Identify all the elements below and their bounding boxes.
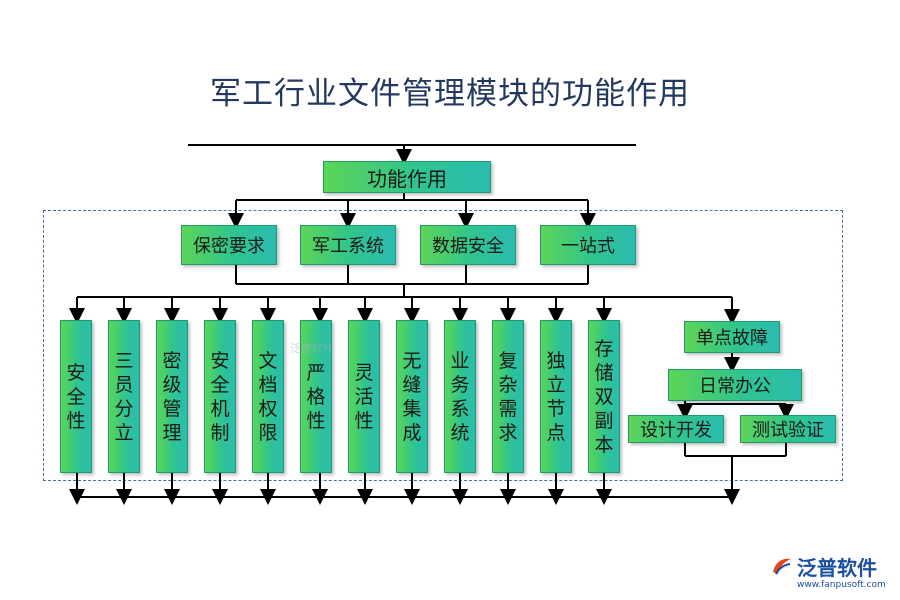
level3-node-5: 严格性 — [300, 320, 332, 473]
level2-node-0: 保密要求 — [181, 225, 277, 265]
level3-node-label: 严格性 — [306, 361, 326, 432]
level2-node-label: 军工系统 — [312, 236, 384, 257]
level3-node-label: 安全性 — [66, 361, 86, 432]
level2-node-2: 数据安全 — [420, 225, 516, 265]
level3-node-3: 安全机制 — [204, 320, 236, 473]
chain-node-left-leaf: 设计开发 — [628, 415, 724, 443]
chain-node-label: 设计开发 — [640, 420, 712, 441]
level3-node-label: 密级管理 — [162, 349, 182, 444]
chain-node-top: 单点故障 — [684, 321, 780, 353]
level3-node-label: 灵活性 — [354, 361, 374, 432]
level2-node-label: 一站式 — [561, 236, 615, 257]
chain-node-label: 测试验证 — [752, 420, 824, 441]
level3-node-4: 文档权限 — [252, 320, 284, 473]
level3-node-7: 无缝集成 — [396, 320, 428, 473]
level3-node-label: 复杂需求 — [498, 349, 518, 444]
level2-node-1: 军工系统 — [300, 225, 396, 265]
grouping-frame — [43, 210, 843, 481]
root-node: 功能作用 — [323, 161, 491, 193]
chain-node-label: 单点故障 — [696, 328, 768, 349]
level3-node-label: 三员分立 — [114, 349, 134, 444]
page-title: 军工行业文件管理模块的功能作用 — [210, 76, 690, 112]
chain-node-label: 日常办公 — [699, 376, 771, 397]
chain-node-middle: 日常办公 — [668, 369, 802, 401]
level3-node-11: 存储双副本 — [588, 320, 620, 473]
brand-logo[interactable]: 泛普软件 www.fanpusoft.com — [770, 552, 895, 592]
root-node-label: 功能作用 — [367, 166, 447, 191]
level3-node-8: 业务系统 — [444, 320, 476, 473]
level3-node-2: 密级管理 — [156, 320, 188, 473]
logo-url: www.fanpusoft.com — [797, 580, 886, 590]
level3-node-10: 独立节点 — [540, 320, 572, 473]
level3-node-0: 安全性 — [60, 320, 92, 473]
level2-node-label: 保密要求 — [193, 236, 265, 257]
level3-node-9: 复杂需求 — [492, 320, 524, 473]
level3-node-6: 灵活性 — [348, 320, 380, 473]
level2-node-3: 一站式 — [540, 225, 636, 265]
level3-node-label: 安全机制 — [210, 349, 230, 444]
level2-node-label: 数据安全 — [432, 236, 504, 257]
chain-node-right-leaf: 测试验证 — [740, 415, 836, 443]
level3-node-label: 业务系统 — [450, 349, 470, 444]
fanpu-logo-icon — [773, 558, 791, 575]
level3-node-label: 文档权限 — [258, 349, 278, 444]
level3-node-label: 独立节点 — [546, 349, 566, 444]
level3-node-label: 无缝集成 — [402, 349, 422, 444]
logo-name: 泛普软件 — [797, 556, 877, 580]
level3-node-1: 三员分立 — [108, 320, 140, 473]
level3-node-label: 存储双副本 — [594, 337, 614, 456]
